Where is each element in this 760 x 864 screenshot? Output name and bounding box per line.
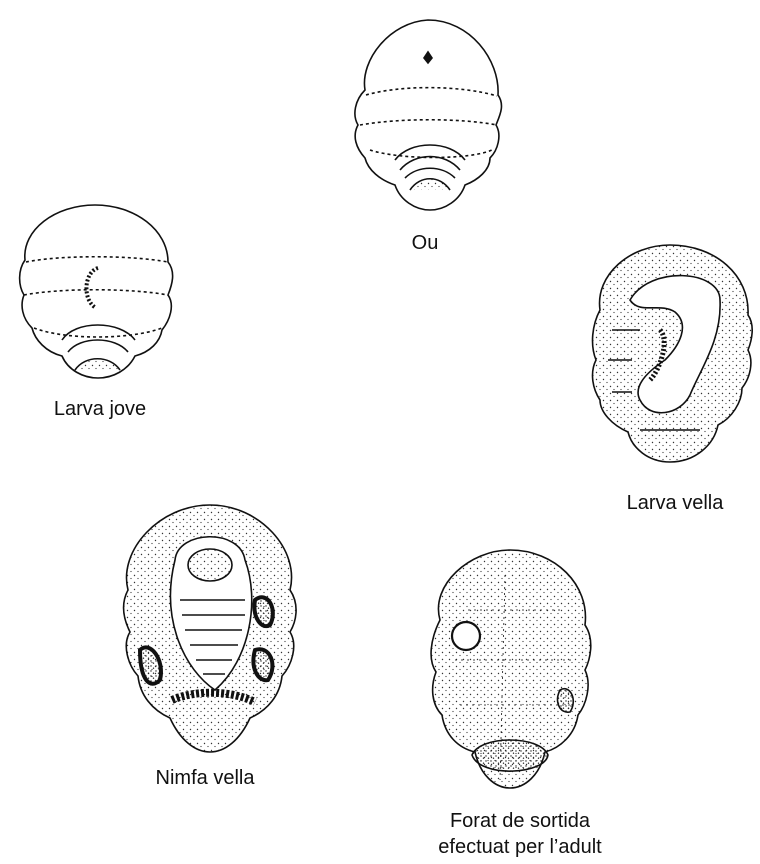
old-larva-label: Larva vella (600, 490, 750, 516)
egg-stage-drawing (355, 20, 502, 210)
egg-label: Ou (395, 230, 455, 256)
young-larva-label: Larva jove (20, 396, 180, 422)
young-larva-stage-drawing (20, 205, 173, 378)
exit-hole-label: Forat de sortida efectuat per l’adult (420, 808, 620, 860)
old-pupa-stage-drawing (124, 505, 297, 752)
exit-hole-stage-drawing (431, 550, 591, 788)
old-pupa-label: Nimfa vella (120, 765, 290, 791)
old-larva-stage-drawing (593, 245, 753, 462)
